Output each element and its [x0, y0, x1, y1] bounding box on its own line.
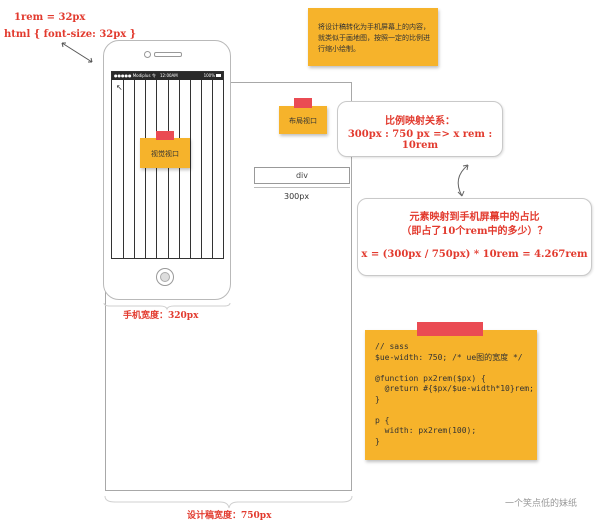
element-ratio-bubble: 元素映射到手机屏幕中的占比 （即占了10个rem中的多少）？ x = (300p…: [357, 198, 592, 276]
visual-viewport-label: 视觉视口: [151, 150, 179, 158]
tape: [294, 98, 312, 108]
top-sticky-note: 将设计稿转化为手机屏幕上的内容，就类似于画地图，按照一定的比例进行缩小绘制。: [308, 8, 438, 66]
element-ratio-line2: （即占了10个rem中的多少）？: [401, 226, 548, 237]
rem-definition: 1rem = 32px: [14, 12, 86, 23]
layout-viewport-label: 布局视口: [289, 117, 317, 125]
rem-column-line: [200, 80, 202, 258]
code-line: // sass: [375, 342, 409, 351]
ratio-formula: 300px : 750 px => x rem : 10rem: [347, 129, 493, 151]
ratio-bubble: 比例映射关系： 300px : 750 px => x rem : 10rem: [337, 101, 503, 157]
code-line: [375, 405, 533, 416]
status-battery: 100%: [203, 73, 215, 78]
element-ratio-formula: x = (300px / 750px) * 10rem = 4.267rem: [361, 249, 588, 260]
code-line: p {: [375, 415, 390, 425]
tape: [417, 322, 483, 336]
rem-column-line: [145, 80, 147, 258]
rem-column-line: [189, 80, 191, 258]
layout-viewport-note: 布局视口: [279, 98, 327, 134]
code-sticky-note: // sass$ue-width: 750; /* ue图的宽度 */ @func…: [365, 322, 537, 460]
code-line: width: px2rem(100);: [375, 426, 477, 435]
div-width-label: 300px: [284, 192, 310, 201]
design-width-label: 设计稿宽度：750px: [187, 511, 272, 521]
code-line: $ue-width: 750; /* ue图的宽度 */: [375, 352, 523, 362]
phone-camera: [144, 51, 151, 58]
div-width-line: [254, 187, 350, 188]
visual-viewport-note: 视觉视口: [140, 131, 190, 168]
tape: [156, 131, 174, 140]
rem-column-line: [167, 80, 169, 258]
sass-code-block: // sass$ue-width: 750; /* ue图的宽度 */ @func…: [375, 342, 534, 447]
code-line: }: [375, 394, 380, 404]
rem-grid: [112, 80, 223, 258]
rem-column-line: [134, 80, 136, 258]
cursor-arrow-icon: ↖: [116, 83, 123, 92]
status-bar: ●●●●● Modiplus 令 12:00AM 100%: [112, 72, 223, 80]
code-line: }: [375, 436, 380, 446]
top-note-text: 将设计稿转化为手机屏幕上的内容，就类似于画地图，按照一定的比例进行缩小绘制。: [318, 23, 430, 53]
battery-icon: [216, 74, 221, 77]
home-button: [156, 268, 174, 286]
element-ratio-line1: 元素映射到手机屏幕中的占比: [409, 212, 540, 223]
phone-speaker: [154, 52, 182, 57]
code-line: [375, 363, 533, 374]
code-line: @return #{$px/$ue-width*10}rem;: [375, 384, 534, 393]
html-font-size: html { font-size: 32px }: [4, 29, 137, 40]
phone-mockup: ●●●●● Modiplus 令 12:00AM 100% ↖: [103, 40, 231, 300]
phone-width-label: 手机宽度：320px: [123, 311, 199, 321]
status-carrier: ●●●●● Modiplus 令: [114, 73, 156, 78]
ratio-title: 比例映射关系：: [385, 116, 455, 127]
div-box: div: [254, 167, 350, 184]
rem-column-line: [178, 80, 180, 258]
div-label: div: [295, 171, 309, 180]
code-line: @function px2rem($px) {: [375, 373, 486, 383]
rem-column-line: [123, 80, 125, 258]
rem-column-line: [211, 80, 213, 258]
rem-column-line: [156, 80, 158, 258]
watermark-text: 一个笑点低的妹纸: [505, 499, 578, 509]
status-time: 12:00AM: [160, 73, 178, 78]
